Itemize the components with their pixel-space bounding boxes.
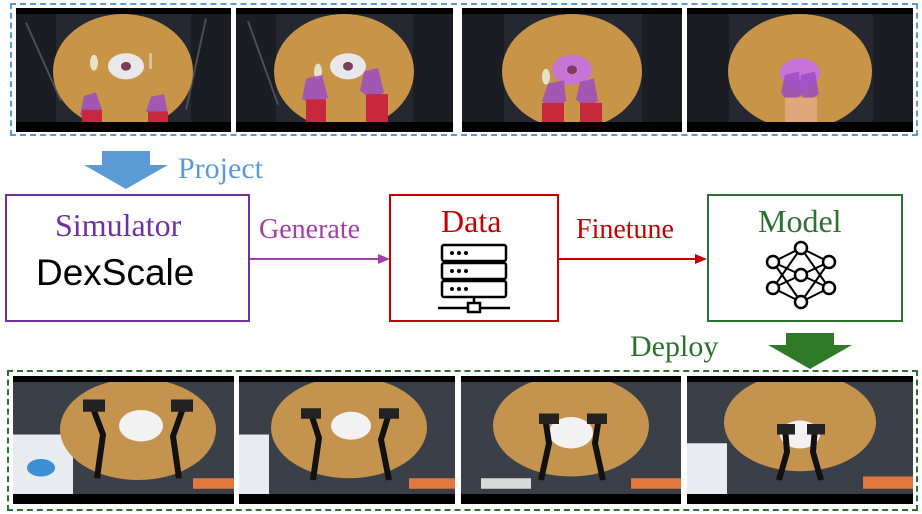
robot-deploy-frame-4	[687, 376, 913, 504]
generate-arrow	[250, 254, 390, 264]
robot-deploy-frames-group	[7, 370, 918, 511]
human-demo-frame-3	[462, 8, 682, 132]
robot-deploy-frame-1	[13, 376, 234, 504]
simulator-box	[5, 194, 250, 322]
robot-deploy-frame-3	[461, 376, 681, 504]
deploy-label: Deploy	[630, 330, 719, 363]
server-icon	[438, 243, 510, 314]
dexscale-label: DexScale	[36, 252, 195, 293]
human-demo-frame-1	[16, 8, 231, 132]
finetune-arrow	[559, 254, 707, 264]
deploy-arrow	[768, 333, 852, 369]
human-demo-frames-group	[10, 3, 918, 136]
robot-deploy-frame-2	[239, 376, 455, 504]
human-demo-frame-4	[687, 8, 913, 132]
project-arrow	[84, 151, 168, 189]
simulator-label: Simulator	[55, 207, 182, 243]
generate-label: Generate	[259, 214, 361, 245]
data-label: Data	[441, 203, 502, 239]
project-label: Project	[178, 152, 263, 185]
neural-network-icon	[765, 240, 837, 310]
human-demo-frame-2	[236, 8, 453, 132]
finetune-label: Finetune	[576, 214, 674, 245]
model-label: Model	[758, 203, 842, 239]
